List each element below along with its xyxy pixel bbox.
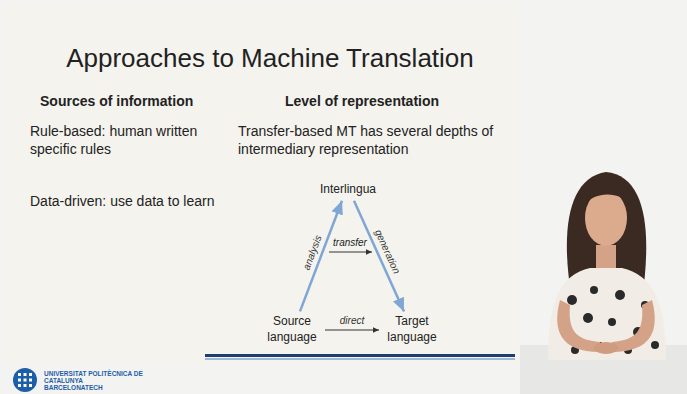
column-heading: Level of representation <box>285 92 439 110</box>
level-node: Target language <box>379 311 445 348</box>
node-label: Target language <box>382 314 442 345</box>
node-label: Source language <box>262 314 322 345</box>
logo-icon <box>13 368 37 392</box>
footer-bar <box>205 354 515 357</box>
level-node: Source language <box>259 311 325 348</box>
transfer-arrow <box>329 252 372 253</box>
analysis-arrow <box>300 201 342 312</box>
bullet-text: Transfer-based MT has several depths of … <box>238 122 513 158</box>
bullet-text: Data-driven: use data to learn <box>30 192 220 210</box>
bullet-text: Rule-based: human written specific rules <box>30 122 230 158</box>
presenter-figure <box>520 172 687 394</box>
slide-title: Approaches to Machine Translation <box>66 42 474 76</box>
logo-text: BARCELONATECH <box>44 384 103 391</box>
direct-arrow <box>325 330 379 331</box>
slide-panel <box>4 4 518 364</box>
node-label: Interlingua <box>320 182 376 198</box>
logo-text: UNIVERSITAT POLITÈCNICA DE CATALUNYA <box>44 370 144 385</box>
column-heading: Sources of information <box>40 92 193 110</box>
generation-arrow <box>354 201 404 312</box>
level-node: Interlingua <box>317 179 379 201</box>
transfer-label: transfer <box>333 236 367 249</box>
footer-bar <box>205 358 515 360</box>
edge-label: direct <box>340 315 364 326</box>
